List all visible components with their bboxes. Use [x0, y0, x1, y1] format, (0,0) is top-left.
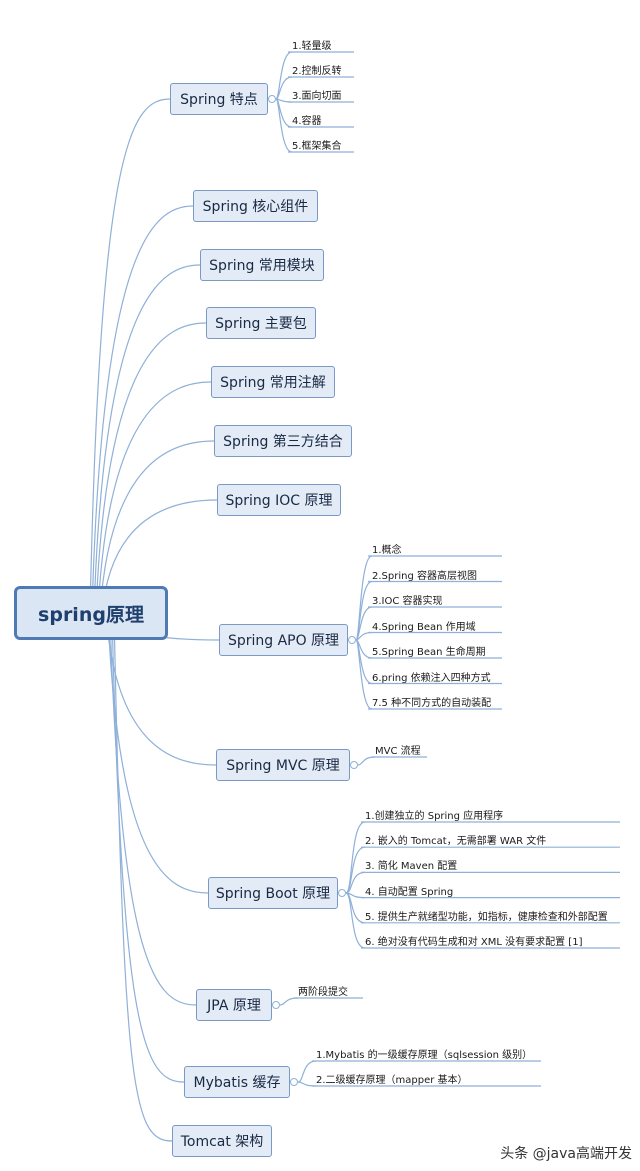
- leaf-connector: [355, 606, 373, 641]
- leaf-item[interactable]: MVC 流程: [375, 746, 421, 757]
- branch-node[interactable]: Spring 第三方结合: [214, 425, 352, 457]
- leaf-item[interactable]: 1.轻量级: [292, 41, 332, 52]
- leaf-connector: [345, 892, 366, 949]
- collapse-toggle-icon[interactable]: [272, 1001, 280, 1009]
- leaf-connector: [275, 98, 293, 128]
- branch-connector: [99, 440, 215, 614]
- leaf-item[interactable]: 6. 绝对没有代码生成和对 XML 没有要求配置 [1]: [365, 937, 583, 948]
- leaf-item[interactable]: 7.5 种不同方式的自动装配: [372, 698, 492, 709]
- branch-node[interactable]: Spring 主要包: [206, 307, 316, 339]
- leaf-connector: [357, 756, 376, 766]
- leaf-item[interactable]: 2.控制反转: [292, 66, 342, 77]
- leaf-connector: [275, 98, 293, 153]
- leaf-connector: [275, 51, 293, 100]
- branch-node[interactable]: Spring 常用注解: [211, 366, 335, 398]
- branch-node[interactable]: JPA 原理: [196, 989, 272, 1021]
- leaf-item[interactable]: 2.Spring 容器高层视图: [372, 570, 477, 582]
- branch-node[interactable]: Spring IOC 原理: [217, 484, 341, 516]
- leaf-item[interactable]: 5.框架集合: [292, 141, 342, 152]
- collapse-toggle-icon[interactable]: [350, 761, 358, 769]
- collapse-toggle-icon[interactable]: [268, 95, 276, 103]
- branch-connector: [107, 612, 209, 894]
- leaf-connector: [279, 997, 299, 1006]
- branch-node[interactable]: Spring 常用模块: [200, 249, 324, 281]
- branch-connector: [111, 612, 185, 1083]
- branch-connector: [95, 322, 207, 614]
- branch-node[interactable]: Spring MVC 原理: [216, 749, 350, 781]
- branch-node[interactable]: Spring Boot 原理: [208, 877, 338, 909]
- branch-node[interactable]: Tomcat 架构: [172, 1125, 272, 1157]
- branch-node[interactable]: Spring 特点: [170, 83, 268, 115]
- leaf-item[interactable]: 4.Spring Bean 作用域: [372, 621, 476, 633]
- leaf-connector: [355, 580, 373, 641]
- branch-connector: [89, 98, 171, 614]
- leaf-item[interactable]: 6.pring 依赖注入四种方式: [372, 672, 491, 684]
- leaf-item[interactable]: 5. 提供生产就绪型功能，如指标，健康检查和外部配置: [365, 911, 608, 923]
- branch-node[interactable]: Spring 核心组件: [193, 190, 318, 222]
- branch-connector: [97, 381, 212, 614]
- leaf-item[interactable]: 2. 嵌入的 Tomcat，无需部署 WAR 文件: [365, 836, 547, 848]
- leaf-item[interactable]: 1.Mybatis 的一级缓存原理（sqlsession 级别）: [316, 1050, 533, 1061]
- leaf-item[interactable]: 3.面向切面: [292, 91, 342, 102]
- leaf-connector: [355, 639, 373, 685]
- leaf-connector: [355, 639, 373, 710]
- leaf-item[interactable]: 1.概念: [372, 545, 402, 556]
- collapse-toggle-icon[interactable]: [290, 1078, 298, 1086]
- collapse-toggle-icon[interactable]: [338, 889, 346, 897]
- leaf-connector: [297, 1060, 317, 1083]
- branch-connector: [113, 612, 173, 1142]
- leaf-item[interactable]: 4. 自动配置 Spring: [365, 886, 454, 898]
- leaf-item[interactable]: 两阶段提交: [298, 987, 348, 998]
- leaf-item[interactable]: 3.IOC 容器实现: [372, 596, 443, 607]
- branch-connector: [93, 264, 201, 614]
- leaf-item[interactable]: 3. 简化 Maven 配置: [365, 861, 458, 873]
- leaf-item[interactable]: 5.Spring Bean 生命周期: [372, 647, 486, 658]
- branch-connector: [101, 499, 218, 614]
- branch-connector: [109, 612, 197, 1006]
- branch-node[interactable]: Mybatis 缓存: [184, 1066, 290, 1098]
- branch-connector: [91, 205, 194, 614]
- leaf-connector: [275, 76, 293, 100]
- leaf-item[interactable]: 1.创建独立的 Spring 应用程序: [365, 811, 504, 822]
- collapse-toggle-icon[interactable]: [348, 636, 356, 644]
- branch-node[interactable]: Spring APO 原理: [219, 624, 348, 656]
- leaf-item[interactable]: 4.容器: [292, 116, 322, 127]
- watermark: 头条 @java高端开发: [500, 1146, 632, 1162]
- root-node[interactable]: spring原理: [14, 586, 168, 640]
- leaf-item[interactable]: 2.二级缓存原理（mapper 基本）: [316, 1075, 468, 1086]
